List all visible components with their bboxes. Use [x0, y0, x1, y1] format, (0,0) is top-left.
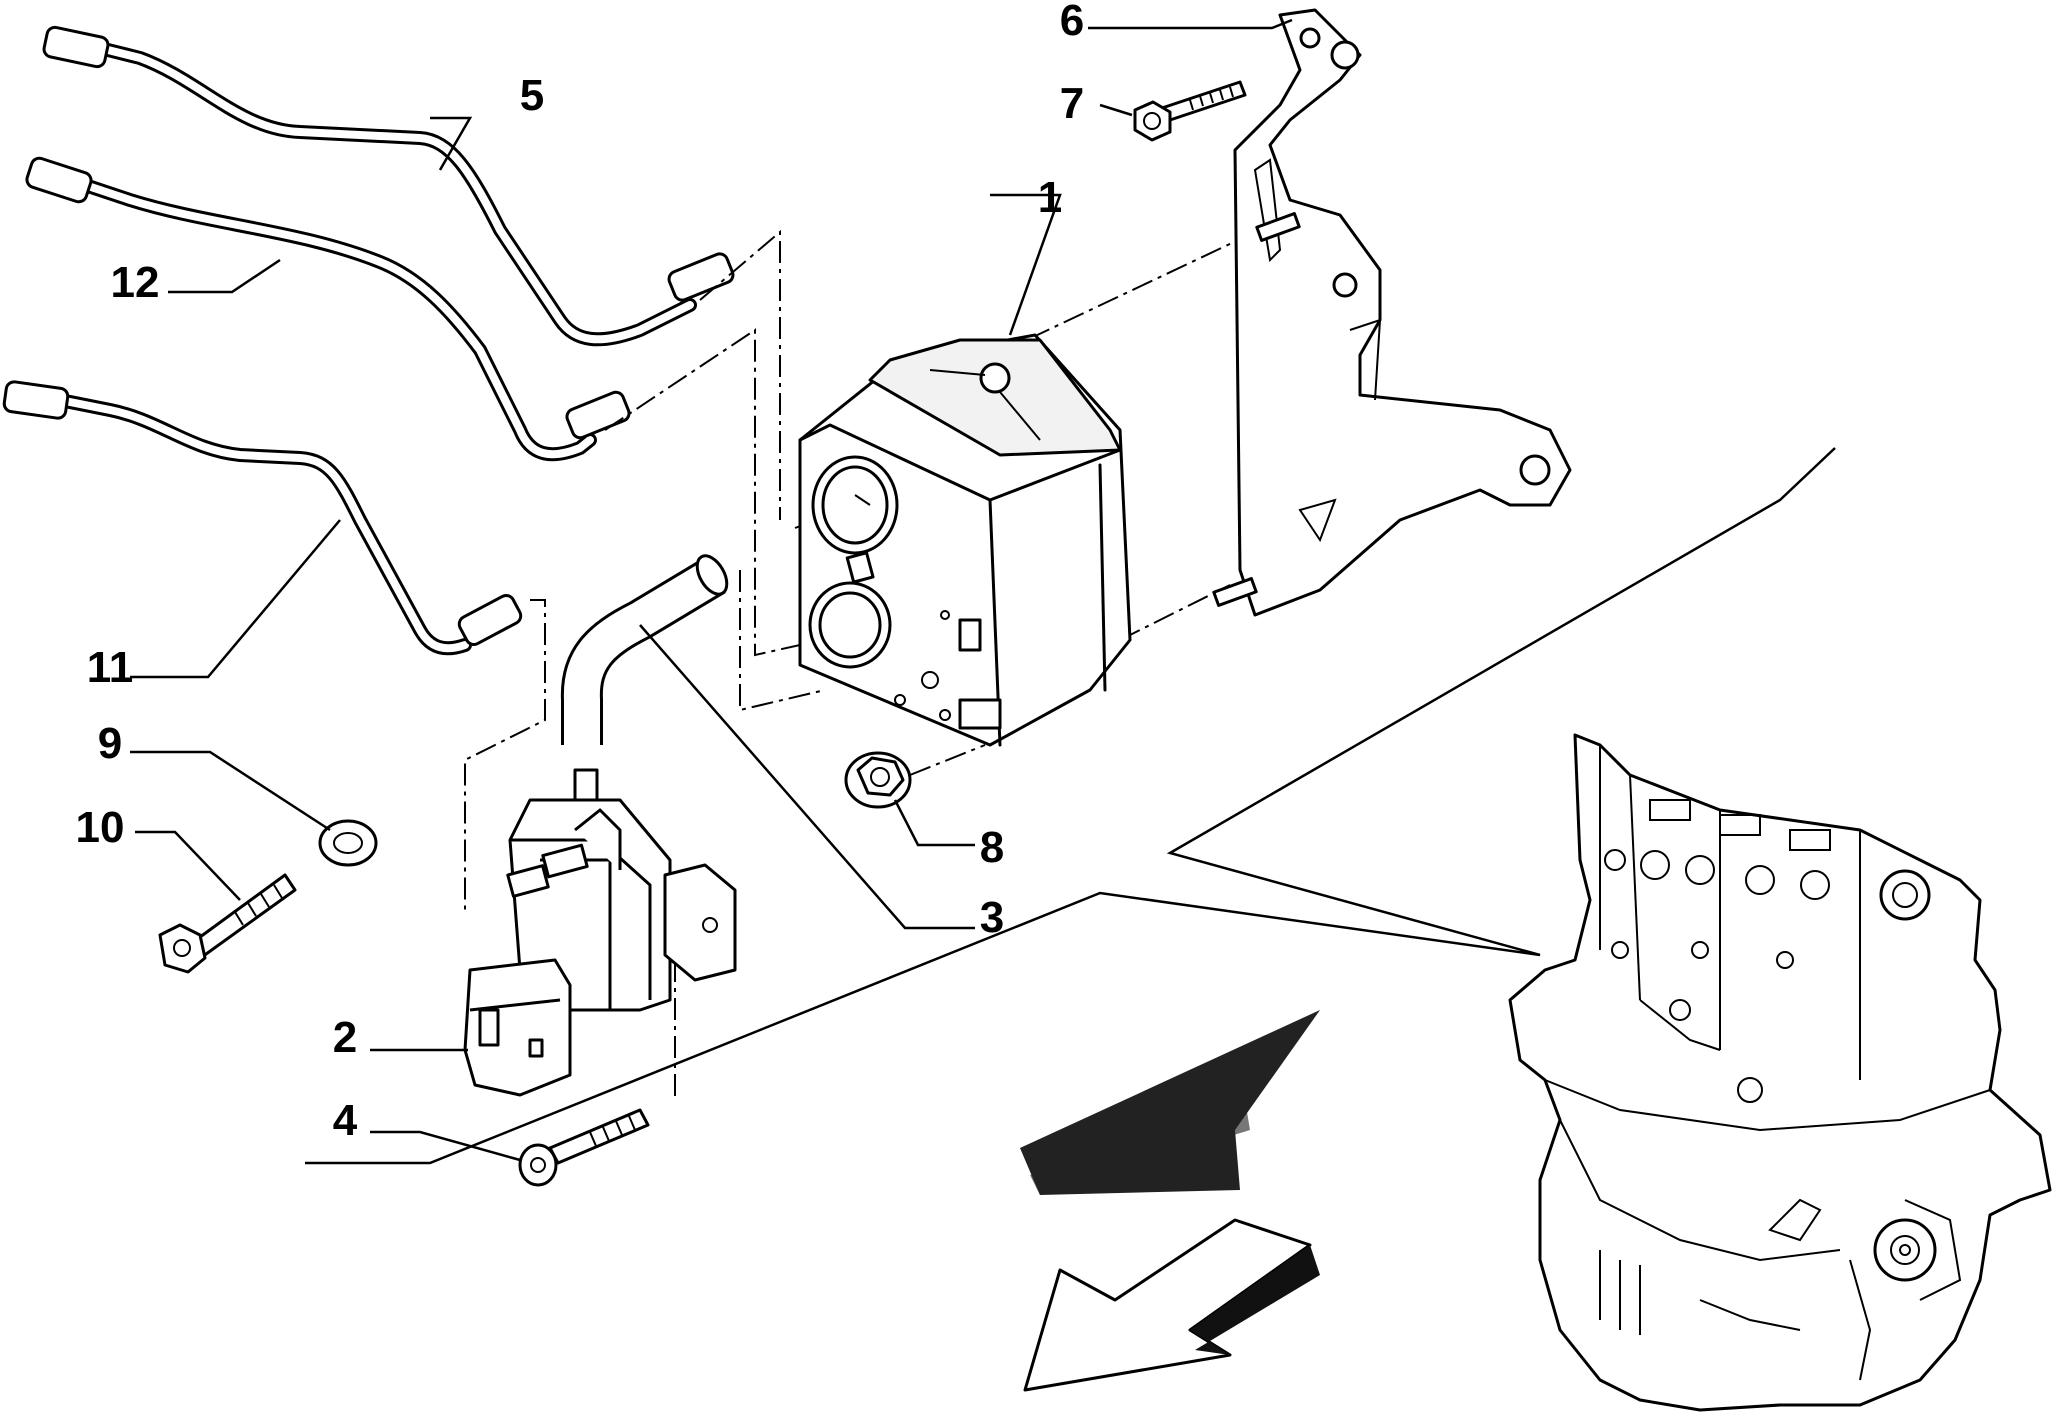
- callout-8: 8: [980, 823, 1004, 872]
- callout-9: 9: [98, 719, 122, 768]
- callout-labels: 1 2 3 4 5 6 7 8 9 10 11 12: [76, 0, 1085, 1145]
- pipe-12: [25, 156, 631, 462]
- pipe-11: [2, 380, 523, 656]
- bolt-part-10: [158, 873, 297, 974]
- bracket-part-6: [1212, 8, 1572, 617]
- callout-6: 6: [1060, 0, 1084, 45]
- callout-5: 5: [520, 71, 544, 120]
- bolt-part-7: [1133, 80, 1247, 142]
- callout-3: 3: [980, 893, 1004, 942]
- leader-lines: [130, 18, 1293, 1162]
- callout-10: 10: [76, 803, 125, 852]
- forward-direction-arrow-icon: [1020, 1010, 1320, 1392]
- solenoid-valve-part-2: [463, 768, 737, 1097]
- canister-box-part-1: [798, 333, 1132, 747]
- hose-part-3: [560, 554, 729, 745]
- callout-1: 1: [1038, 173, 1062, 222]
- screw-part-4: [518, 1108, 650, 1187]
- washer-part-9: [318, 819, 378, 867]
- nut-part-8: [844, 751, 912, 809]
- callout-2: 2: [333, 1013, 357, 1062]
- callout-11: 11: [87, 643, 134, 692]
- callout-12: 12: [111, 258, 160, 307]
- engine-area-outline: [305, 447, 1836, 1165]
- pipe-5: [42, 25, 735, 347]
- callout-7: 7: [1060, 79, 1084, 128]
- engine-block-illustration: [1508, 733, 2052, 1412]
- callout-4: 4: [333, 1096, 358, 1145]
